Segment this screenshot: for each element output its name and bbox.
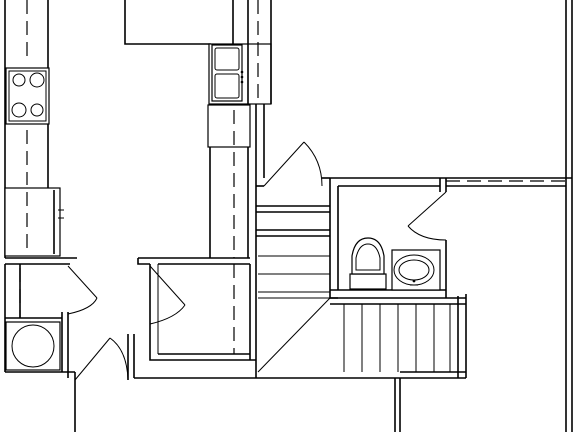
laundry-door	[67, 265, 98, 315]
stair-flight-lower	[257, 255, 331, 373]
stove-burners-icon	[5, 67, 50, 125]
washer-drum-icon	[5, 321, 61, 371]
right-walls	[440, 0, 573, 432]
double-sink-icon	[211, 44, 244, 102]
bathroom-sink-icon	[391, 249, 441, 291]
stair-flight-right	[330, 294, 467, 379]
lower-wall	[74, 377, 401, 432]
pantry-door	[149, 265, 186, 325]
upper-counter-wall	[124, 0, 234, 258]
powder-room-door	[407, 191, 447, 241]
pantry-closet	[137, 257, 256, 361]
laundry-walls	[4, 257, 77, 378]
dishwasher-icon	[207, 104, 251, 258]
toilet-icon	[349, 237, 387, 290]
stair-core	[255, 104, 330, 378]
stair-closet-door	[263, 141, 338, 299]
entry-door	[74, 334, 135, 381]
kitchen-counter-left	[4, 0, 64, 258]
